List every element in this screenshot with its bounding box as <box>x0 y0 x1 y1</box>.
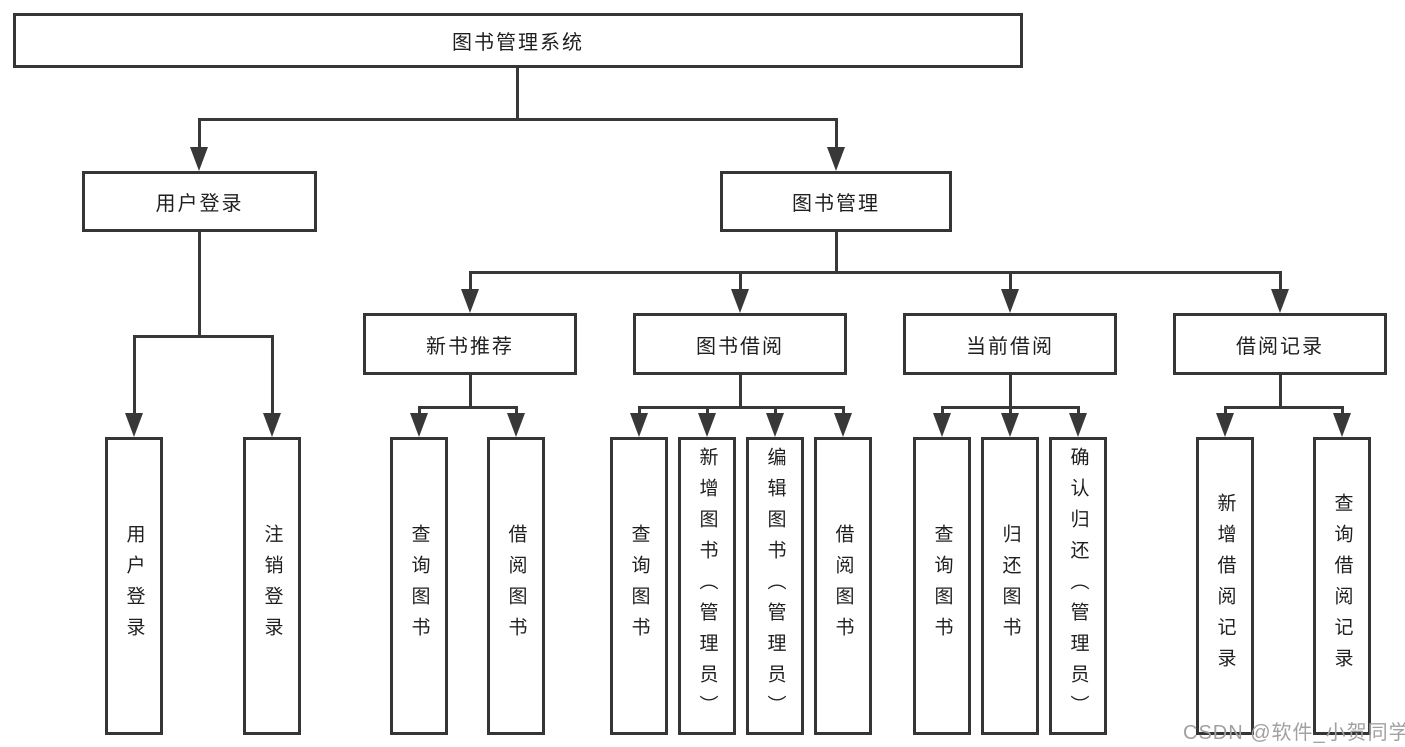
connector-line <box>638 406 641 418</box>
node-book-management-label: 图书管理 <box>792 193 880 215</box>
leaf-add-book-admin: 新增图书（管理员） <box>678 437 736 735</box>
leaf-return-book: 归还图书 <box>981 437 1039 735</box>
connector-line <box>835 118 838 150</box>
connector-line <box>1224 406 1227 418</box>
arrow-down-icon <box>834 413 852 437</box>
connector-bus <box>638 406 845 409</box>
leaf-borrow-books-2: 借阅图书 <box>814 437 872 735</box>
node-root-label: 图书管理系统 <box>452 32 584 54</box>
connector-bus <box>469 271 1281 274</box>
arrow-down-icon <box>1001 413 1019 437</box>
node-borrow-records: 借阅记录 <box>1173 313 1387 375</box>
leaf-query-books-3-label: 查询图书 <box>931 524 953 648</box>
connector-bus <box>133 335 273 338</box>
arrow-down-icon <box>461 289 479 313</box>
leaf-query-borrow-record: 查询借阅记录 <box>1313 437 1371 735</box>
node-book-borrow: 图书借阅 <box>633 313 847 375</box>
connector-line <box>515 406 518 418</box>
connector-line <box>774 406 777 418</box>
connector-line <box>271 335 274 417</box>
connector-bus <box>418 406 518 409</box>
arrow-down-icon <box>731 289 749 313</box>
node-new-book-recommend: 新书推荐 <box>363 313 577 375</box>
leaf-return-book-label: 归还图书 <box>999 524 1021 648</box>
node-borrow-records-label: 借阅记录 <box>1236 335 1324 358</box>
leaf-confirm-return-admin-label: 确认归还（管理员） <box>1067 446 1089 726</box>
connector-line <box>469 375 472 409</box>
leaf-add-borrow-record-label: 新增借阅记录 <box>1214 493 1236 679</box>
leaf-query-borrow-record-label: 查询借阅记录 <box>1331 493 1353 679</box>
connector-bus <box>1224 406 1344 409</box>
connector-line <box>706 406 709 418</box>
leaf-query-books-2-label: 查询图书 <box>628 524 650 648</box>
connector-line <box>133 335 136 417</box>
arrow-down-icon <box>827 147 845 171</box>
node-root: 图书管理系统 <box>13 13 1023 68</box>
leaf-query-books-3: 查询图书 <box>913 437 971 735</box>
arrow-down-icon <box>1271 289 1289 313</box>
arrow-down-icon <box>125 413 143 437</box>
connector-line <box>1341 406 1344 418</box>
connector-line <box>1009 375 1012 409</box>
leaf-logout-label: 注销登录 <box>261 524 283 648</box>
leaf-edit-book-admin-label: 编辑图书（管理员） <box>764 446 786 726</box>
arrow-down-icon <box>263 413 281 437</box>
leaf-add-borrow-record: 新增借阅记录 <box>1196 437 1254 735</box>
leaf-add-book-admin-label: 新增图书（管理员） <box>696 446 718 726</box>
connector-line <box>418 406 421 418</box>
node-current-borrow-label: 当前借阅 <box>966 335 1054 358</box>
connector-line <box>198 232 201 338</box>
node-user-login-label: 用户登录 <box>155 193 244 215</box>
connector-line <box>842 406 845 418</box>
leaf-borrow-books-1-label: 借阅图书 <box>505 524 527 648</box>
leaf-confirm-return-admin: 确认归还（管理员） <box>1049 437 1107 735</box>
leaf-borrow-books-2-label: 借阅图书 <box>832 524 854 648</box>
arrow-down-icon <box>766 413 784 437</box>
arrow-down-icon <box>698 413 716 437</box>
arrow-down-icon <box>1216 413 1234 437</box>
connector-line <box>469 271 472 293</box>
node-book-management: 图书管理 <box>720 171 952 232</box>
leaf-logout: 注销登录 <box>243 437 301 735</box>
connector-line <box>941 406 944 418</box>
connector-line <box>1009 271 1012 293</box>
arrow-down-icon <box>410 413 428 437</box>
connector-line <box>835 232 838 274</box>
leaf-query-books-1: 查询图书 <box>390 437 448 735</box>
leaf-user-login: 用户登录 <box>105 437 163 735</box>
connector-line <box>198 118 201 150</box>
node-book-borrow-label: 图书借阅 <box>696 335 784 358</box>
arrow-down-icon <box>630 413 648 437</box>
leaf-edit-book-admin: 编辑图书（管理员） <box>746 437 804 735</box>
arrow-down-icon <box>190 147 208 171</box>
leaf-borrow-books-1: 借阅图书 <box>487 437 545 735</box>
connector-bus <box>198 118 838 121</box>
arrow-down-icon <box>507 413 525 437</box>
leaf-user-login-label: 用户登录 <box>123 524 145 648</box>
arrow-down-icon <box>933 413 951 437</box>
leaf-query-books-2: 查询图书 <box>610 437 668 735</box>
connector-line <box>1279 271 1282 293</box>
node-current-borrow: 当前借阅 <box>903 313 1117 375</box>
arrow-down-icon <box>1333 413 1351 437</box>
connector-line <box>516 68 519 121</box>
node-new-book-recommend-label: 新书推荐 <box>426 335 514 358</box>
node-user-login: 用户登录 <box>82 171 317 232</box>
csdn-watermark: CSDN @软件_小贺同学 <box>1183 722 1405 744</box>
connector-line <box>1077 406 1080 418</box>
arrow-down-icon <box>1001 289 1019 313</box>
arrow-down-icon <box>1069 413 1087 437</box>
connector-line <box>739 271 742 293</box>
leaf-query-books-1-label: 查询图书 <box>408 524 430 648</box>
connector-line <box>739 375 742 409</box>
connector-line <box>1009 406 1012 418</box>
connector-line <box>1279 375 1282 409</box>
